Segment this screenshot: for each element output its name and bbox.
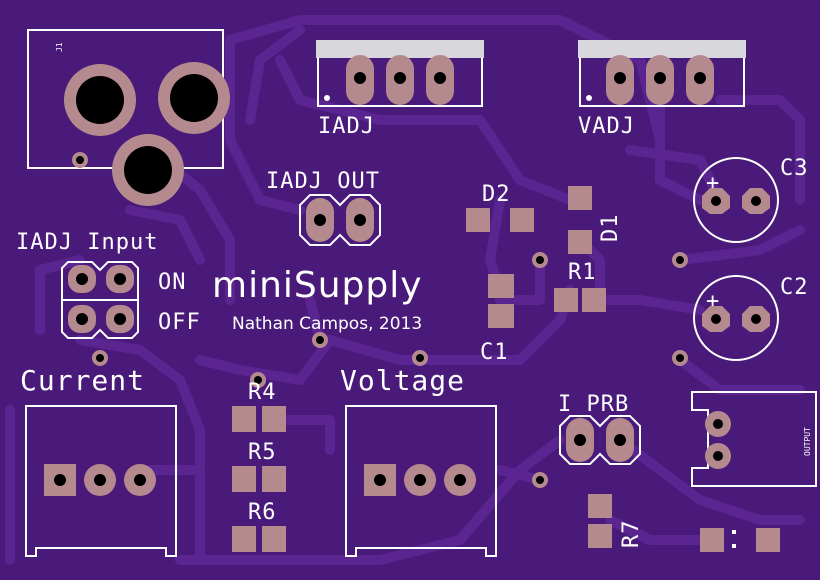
r6-pad-2 bbox=[262, 526, 286, 552]
c3-outline bbox=[693, 157, 779, 243]
c1-label: C1 bbox=[480, 340, 509, 365]
iadj-pot-bar bbox=[316, 40, 484, 58]
j1-hole-3 bbox=[124, 146, 172, 194]
r5-label: R5 bbox=[248, 440, 277, 465]
iadj-input-label: IADJ Input bbox=[16, 230, 158, 255]
c1-pad-2 bbox=[488, 304, 514, 328]
smd-marker-1 bbox=[732, 530, 736, 534]
d2-pad-2 bbox=[510, 208, 534, 232]
r1-label: R1 bbox=[568, 260, 597, 285]
i-prb-header bbox=[559, 415, 641, 465]
iadj-out-header bbox=[299, 194, 381, 246]
c1-pad-1 bbox=[488, 274, 514, 298]
d2-pad-1 bbox=[466, 208, 490, 232]
output-connector-pads bbox=[705, 411, 731, 469]
smd-marker-2 bbox=[732, 544, 736, 548]
d1-pad-2 bbox=[568, 230, 592, 254]
vadj-pot-bar bbox=[578, 40, 746, 58]
c2-pads bbox=[702, 306, 770, 332]
i-prb-label: I_PRB bbox=[558, 392, 629, 417]
author-line: Nathan Campos, 2013 bbox=[232, 314, 422, 334]
j1-hole-1 bbox=[76, 76, 124, 124]
smd-pad-right bbox=[756, 528, 780, 552]
vadj-pot-label: VADJ bbox=[578, 114, 635, 139]
copper-traces bbox=[5, 15, 805, 565]
vias bbox=[92, 252, 688, 488]
vadj-pot-pads bbox=[606, 55, 714, 105]
iadj-out-label: IADJ OUT bbox=[266, 169, 380, 194]
via-j1-hole bbox=[76, 156, 84, 164]
vadj-pot-outline bbox=[579, 58, 745, 107]
r7-pad-1 bbox=[588, 494, 612, 518]
iadj-input-jumper bbox=[61, 261, 139, 339]
j1-hole-2 bbox=[170, 74, 218, 122]
r4-pad-2 bbox=[262, 406, 286, 432]
d2-label: D2 bbox=[482, 182, 511, 207]
r5-pad-2 bbox=[262, 466, 286, 492]
r6-pad-1 bbox=[232, 526, 256, 552]
r5-pad-1 bbox=[232, 466, 256, 492]
iadj-pot-pin1-marker bbox=[324, 95, 330, 101]
r6-label: R6 bbox=[248, 500, 277, 525]
iadj-pot-label: IADJ bbox=[318, 114, 375, 139]
output-label: OUTPUT bbox=[803, 427, 812, 456]
iadj-pot-pads bbox=[346, 55, 454, 105]
on-label: ON bbox=[158, 270, 187, 295]
board-title: miniSupply bbox=[212, 265, 423, 306]
current-label: Current bbox=[20, 364, 145, 397]
r7-label: R7 bbox=[619, 520, 644, 549]
c2-outline bbox=[693, 275, 779, 361]
voltage-terminal-outline bbox=[345, 405, 497, 557]
r1-pad-1 bbox=[554, 288, 578, 312]
voltage-terminal-pads bbox=[364, 464, 476, 496]
current-terminal-outline bbox=[25, 405, 177, 557]
c3-pads bbox=[702, 188, 770, 214]
d1-pad-1 bbox=[568, 186, 592, 210]
smd-pad-left bbox=[700, 528, 724, 552]
r4-label: R4 bbox=[248, 380, 277, 405]
j1-label: J1 bbox=[55, 42, 64, 52]
voltage-label: Voltage bbox=[340, 364, 465, 397]
output-connector-outline bbox=[691, 391, 817, 487]
r4-pad-1 bbox=[232, 406, 256, 432]
r1-pad-2 bbox=[582, 288, 606, 312]
current-terminal-pads bbox=[44, 464, 156, 496]
off-label: OFF bbox=[158, 310, 201, 335]
c2-label: C2 bbox=[780, 275, 809, 300]
r7-pad-2 bbox=[588, 524, 612, 548]
c3-label: C3 bbox=[780, 156, 809, 181]
d1-label: D1 bbox=[598, 214, 623, 243]
vadj-pot-pin1-marker bbox=[586, 95, 592, 101]
iadj-pot-outline bbox=[317, 58, 483, 107]
